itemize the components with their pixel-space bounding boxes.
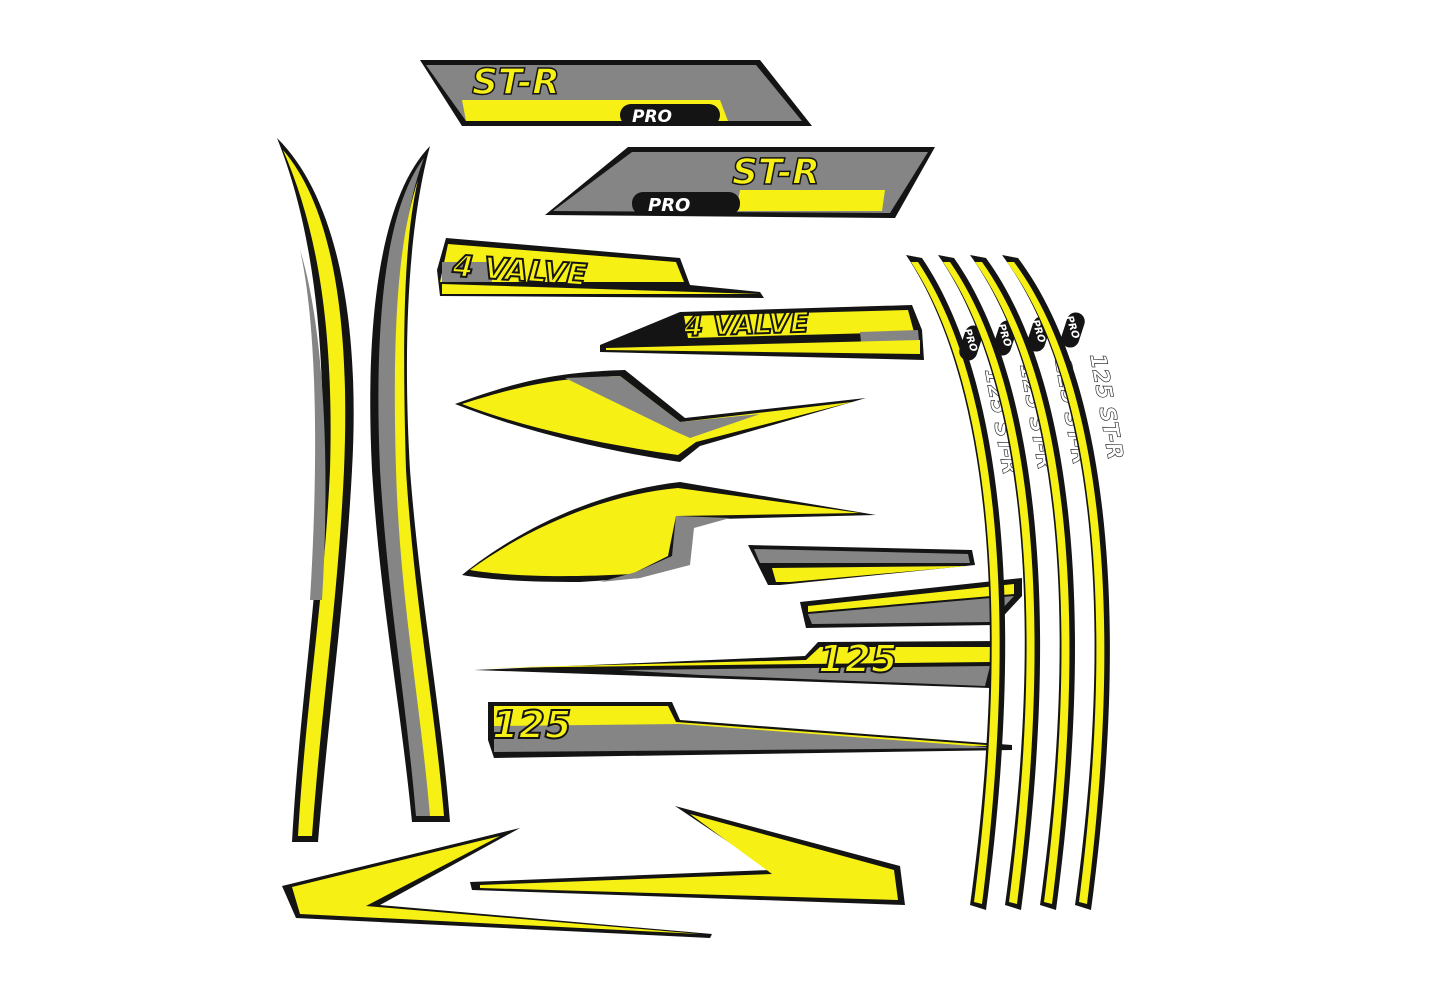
small-stripe-decal-upper (748, 545, 975, 585)
str-pro-decal-middle: ST-R PRO (545, 147, 935, 218)
four-valve-decal-upper: 4 VALVE (437, 238, 764, 298)
cc-125-text-lower: 125 (492, 703, 571, 747)
str-model-text-middle: ST-R (732, 152, 820, 193)
swoosh-decal-lower (462, 482, 876, 582)
str-pro-decal-top: ST-R PRO (420, 60, 812, 127)
left-side-stripe-1 (277, 138, 354, 842)
str-model-text-top: ST-R (472, 62, 560, 103)
left-side-stripe-2 (370, 146, 450, 822)
bottom-chevron-decal-right (470, 806, 905, 905)
pro-badge-text-top: PRO (632, 107, 672, 127)
small-stripe-decal-lower (800, 578, 1022, 628)
pro-badge-text-middle: PRO (648, 195, 690, 216)
cc-125-text-upper: 125 (818, 637, 897, 681)
four-valve-text-lower: 4 VALVE (682, 306, 810, 343)
bottom-chevron-decal-left (282, 828, 712, 938)
swoosh-decal-upper (455, 370, 866, 462)
cc-125-decal-lower: 125 (488, 702, 1012, 758)
cc-125-decal-upper: 125 (474, 636, 1002, 688)
four-valve-decal-lower: 4 VALVE (600, 305, 924, 360)
